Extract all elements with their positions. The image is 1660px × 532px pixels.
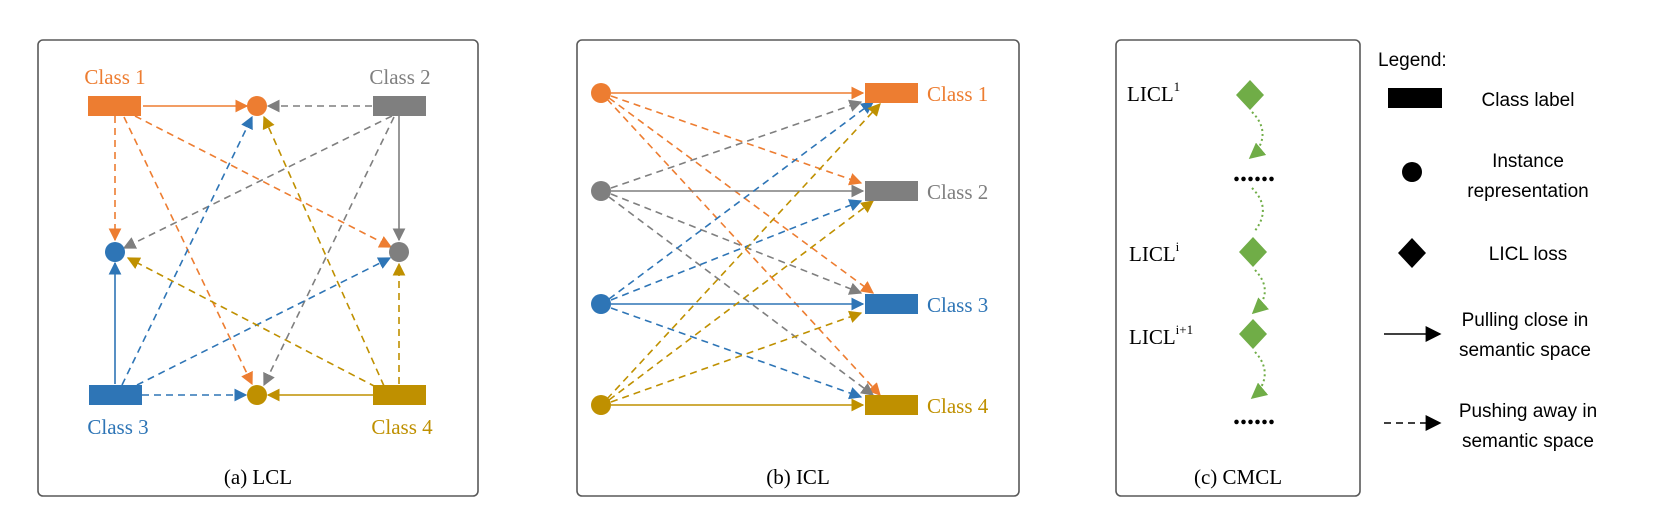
legend-label: semantic space bbox=[1462, 431, 1594, 452]
licl-loss-diamond bbox=[1236, 80, 1264, 110]
lcl-c4-push-arrow bbox=[262, 115, 385, 387]
licl-step-label: LICLi bbox=[1129, 239, 1180, 266]
lcl-instance-class2 bbox=[389, 242, 409, 262]
panel-icl-caption: (b) ICL bbox=[766, 465, 830, 489]
icl-c1-push-arrow bbox=[608, 97, 875, 294]
panel-icl: Class 1 Class 2 Class 3 Class 4 (b) ICL bbox=[576, 39, 1020, 497]
icl-c2-push-arrow bbox=[610, 99, 863, 189]
licl-transition-arrow bbox=[1251, 187, 1264, 233]
icl-class1-text: Class 1 bbox=[927, 82, 988, 106]
lcl-class2-text: Class 2 bbox=[369, 65, 430, 89]
icl-c1-push-arrow bbox=[606, 98, 881, 396]
lcl-c2-push-arrow bbox=[263, 116, 395, 387]
icl-c2-push-arrow bbox=[610, 193, 863, 295]
icl-class3-label-rect bbox=[865, 294, 918, 314]
panel-lcl-frame bbox=[37, 39, 479, 497]
icl-instance-class2 bbox=[591, 181, 611, 201]
icl-class2-text: Class 2 bbox=[927, 180, 988, 204]
licl-transition-arrow bbox=[1248, 111, 1267, 160]
licl-transition-arrow bbox=[1251, 269, 1270, 315]
lcl-class2-label-rect bbox=[373, 96, 426, 116]
panel-cmcl-caption: (c) CMCL bbox=[1194, 465, 1282, 489]
licl-step-label: LICL1 bbox=[1127, 79, 1180, 106]
icl-class4-text: Class 4 bbox=[927, 394, 989, 418]
ellipsis: ...... bbox=[1233, 400, 1275, 431]
legend-label: Class label bbox=[1482, 90, 1575, 111]
lcl-instance-class3 bbox=[105, 242, 125, 262]
panel-lcl: Class 1 Class 2 Class 3 Class 4 (a) LCL bbox=[37, 39, 479, 497]
icl-c2-push-arrow bbox=[608, 196, 875, 396]
lcl-class1-label-rect bbox=[88, 96, 141, 116]
icl-c3-push-arrow bbox=[610, 307, 863, 400]
licl-loss-diamond bbox=[1239, 319, 1267, 349]
lcl-class4-label-rect bbox=[373, 385, 426, 405]
icl-instance-class1 bbox=[591, 83, 611, 103]
lcl-c4-push-arrow bbox=[126, 257, 377, 388]
legend-label: representation bbox=[1467, 181, 1588, 202]
icl-instance-class4 bbox=[591, 395, 611, 415]
licl-loss-diamond bbox=[1239, 237, 1267, 267]
lcl-instance-class4 bbox=[247, 385, 267, 405]
icl-c4-push-arrow bbox=[610, 310, 863, 403]
legend-label: Instance bbox=[1492, 151, 1564, 172]
lcl-c2-push-arrow bbox=[122, 115, 393, 249]
lcl-c1-push-arrow bbox=[134, 115, 393, 248]
panel-lcl-caption: (a) LCL bbox=[224, 465, 292, 489]
lcl-class1-text: Class 1 bbox=[84, 65, 145, 89]
legend-title: Legend: bbox=[1378, 50, 1447, 71]
legend-label: semantic space bbox=[1459, 340, 1591, 361]
icl-class4-label-rect bbox=[865, 395, 918, 415]
legend: Legend: Class label Instance representat… bbox=[1378, 50, 1597, 452]
circle-icon bbox=[1402, 162, 1422, 182]
lcl-class4-text: Class 4 bbox=[371, 415, 433, 439]
icl-c3-push-arrow bbox=[608, 101, 875, 300]
ellipsis: ...... bbox=[1233, 157, 1275, 188]
icl-class2-label-rect bbox=[865, 181, 918, 201]
legend-label: Pulling close in bbox=[1462, 310, 1589, 331]
lcl-class3-text: Class 3 bbox=[87, 415, 148, 439]
rect-icon bbox=[1388, 88, 1442, 108]
lcl-class3-label-rect bbox=[89, 385, 142, 405]
panel-icl-frame bbox=[576, 39, 1020, 497]
lcl-instance-class1 bbox=[247, 96, 267, 116]
icl-c3-push-arrow bbox=[610, 199, 863, 301]
panel-cmcl: LICL1 LICLi LICLi+1 ...... ...... (c) CM… bbox=[1115, 39, 1361, 497]
icl-class3-text: Class 3 bbox=[927, 293, 988, 317]
icl-c4-push-arrow bbox=[606, 103, 881, 400]
licl-transition-arrow bbox=[1250, 351, 1269, 400]
icl-class1-label-rect bbox=[865, 83, 918, 103]
diamond-icon bbox=[1398, 238, 1426, 268]
licl-step-label: LICLi+1 bbox=[1129, 322, 1193, 349]
panel-cmcl-frame bbox=[1115, 39, 1361, 497]
legend-label: LICL loss bbox=[1489, 244, 1568, 265]
legend-label: Pushing away in bbox=[1459, 401, 1597, 422]
icl-instance-class3 bbox=[591, 294, 611, 314]
icl-c4-push-arrow bbox=[608, 200, 875, 401]
lcl-c3-push-arrow bbox=[121, 115, 253, 386]
